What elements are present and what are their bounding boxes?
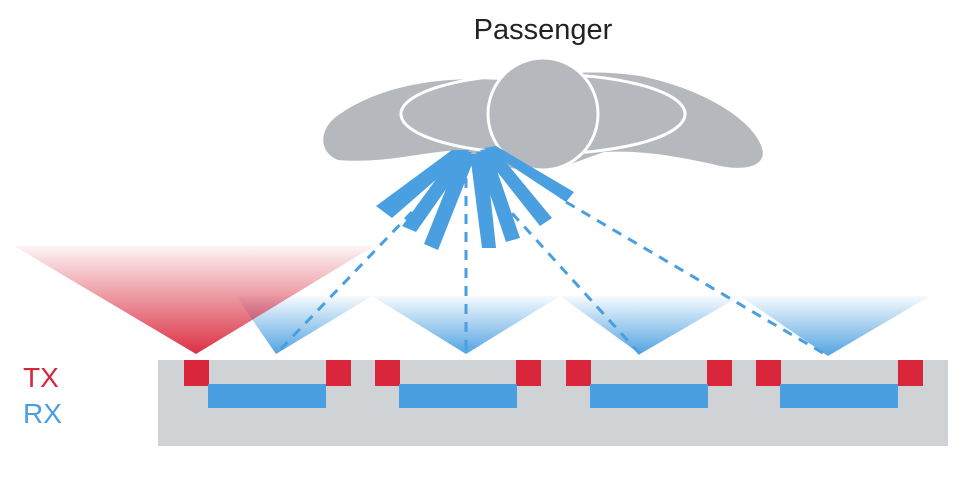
tx-antenna: [898, 360, 923, 386]
reflection-arrow: [424, 154, 476, 250]
signal-path: [565, 200, 829, 358]
tx-antenna: [375, 360, 400, 386]
passenger-head: [486, 56, 600, 172]
rx-antenna: [780, 384, 898, 408]
tx-antenna: [756, 360, 781, 386]
rx-receive-cones: [236, 296, 930, 356]
signal-path: [274, 210, 414, 356]
rx-cone-1: [236, 296, 372, 354]
reflection-arrow: [470, 154, 496, 248]
rx-cone-3: [560, 296, 740, 354]
reflection-arrow: [484, 146, 574, 202]
tx-antenna: [516, 360, 541, 386]
tx-transmit-cone: [14, 246, 374, 354]
rx-antenna: [399, 384, 517, 408]
sensor-module-4: [756, 360, 923, 408]
signal-paths: [274, 160, 829, 358]
rx-legend-label: RX: [23, 398, 62, 429]
reflection-arrows: [376, 146, 574, 250]
tx-antenna: [566, 360, 591, 386]
reflection-arrow: [480, 148, 552, 226]
rx-antenna: [208, 384, 326, 408]
sensor-module-1: [184, 360, 351, 408]
tx-legend-label: TX: [23, 362, 59, 393]
rx-cone-4: [740, 296, 930, 356]
sensor-module-3: [566, 360, 732, 408]
tx-antenna: [326, 360, 351, 386]
passenger-top-view-icon: [323, 56, 763, 172]
sensor-module-2: [375, 360, 541, 408]
rx-antenna: [590, 384, 708, 408]
tx-antenna: [707, 360, 732, 386]
reflection-arrow: [476, 150, 520, 242]
passenger-label: Passenger: [473, 14, 613, 46]
tx-antenna: [184, 360, 209, 386]
